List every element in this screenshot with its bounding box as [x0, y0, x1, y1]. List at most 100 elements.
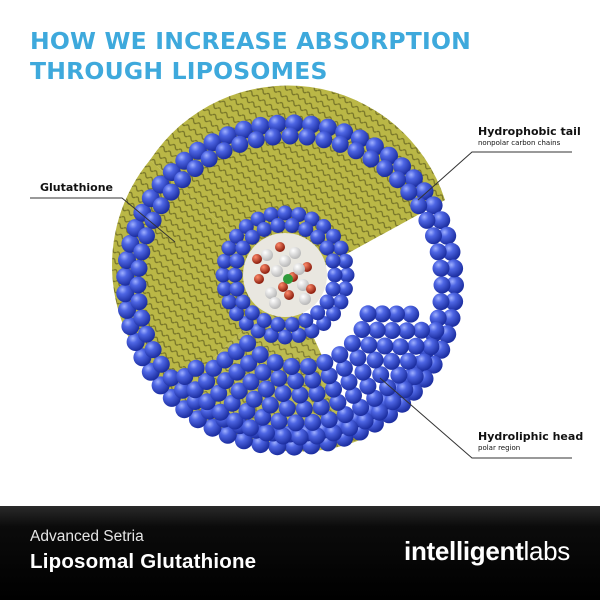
phospholipid-head [433, 276, 451, 294]
outer-phospholipid-heads [116, 114, 464, 456]
hydrophobic-leader-line [417, 151, 572, 201]
phospholipid-head [298, 128, 316, 146]
product-subtitle: Advanced Setria [30, 528, 144, 545]
phospholipid-head [247, 131, 265, 149]
phospholipid-head [229, 253, 245, 269]
phospholipid-head [228, 363, 246, 381]
phospholipid-head [432, 293, 450, 311]
phospholipid-head [210, 384, 228, 402]
glutathione-molecule [306, 284, 316, 294]
phospholipid-head [227, 267, 243, 283]
phospholipid-head [298, 222, 314, 237]
phospholipid-head [347, 142, 365, 160]
title-line-1: HOW WE INCREASE ABSORPTION [30, 27, 471, 55]
phospholipid-head [427, 322, 445, 339]
phospholipid-head [398, 322, 416, 340]
phospholipid-head [299, 358, 317, 375]
phospholipid-head [308, 385, 326, 402]
phospholipid-head [277, 205, 293, 221]
hydrophobic-tail-label: Hydrophobic tail nonpolar carbon chains [478, 125, 581, 147]
phospholipid-head [221, 240, 237, 256]
phospholipid-head [424, 196, 443, 215]
glutathione-molecule [284, 290, 294, 300]
phospholipid-head [391, 338, 409, 356]
phospholipid-head [383, 322, 401, 339]
phospholipid-head [234, 120, 253, 139]
phospholipid-head [116, 284, 135, 303]
page-title: HOW WE INCREASE ABSORPTION THROUGH LIPOS… [30, 26, 471, 86]
glutathione-molecule [260, 264, 270, 274]
glutathione-molecule [275, 242, 285, 252]
phospholipid-head [373, 305, 391, 323]
phospholipid-head [337, 253, 353, 269]
phospholipid-head [329, 393, 347, 411]
phospholipid-head [418, 211, 436, 229]
phospholipid-head [133, 309, 151, 327]
phospholipid-head [198, 373, 216, 390]
phospholipid-head [360, 336, 378, 354]
phospholipid-head [429, 243, 447, 261]
glutathione-molecule [261, 249, 273, 261]
phospholipid-head [130, 293, 148, 311]
phospholipid-head [130, 259, 148, 277]
phospholipid-head [389, 171, 406, 189]
phospholipid-head [277, 329, 293, 345]
phospholipid-head [333, 294, 349, 310]
phospholipid-head [258, 424, 275, 442]
phospholipid-head [268, 114, 287, 133]
phospholipid-head [226, 412, 244, 430]
phospholipid-head [245, 390, 263, 408]
phospholipid-head [138, 325, 155, 343]
phospholipid-head [384, 393, 402, 411]
phospholipid-head [221, 294, 237, 310]
glutathione-molecule [289, 247, 301, 259]
phospholipid-head [162, 369, 180, 387]
liposome-diagram [30, 85, 572, 459]
phospholipid-head [291, 386, 309, 404]
glutathione-molecule [254, 274, 264, 284]
phospholipid-head [422, 338, 440, 356]
phospholipid-head [326, 306, 341, 322]
phospholipid-head [379, 379, 397, 397]
phospholipid-head [446, 276, 464, 294]
phospholipid-head [320, 367, 338, 385]
phospholipid-head [229, 281, 245, 297]
phospholipid-head [432, 211, 451, 230]
phospholipid-head [239, 334, 257, 352]
phospholipid-head [402, 305, 420, 323]
phospholipid-head [187, 359, 205, 377]
phospholipid-head [341, 419, 359, 437]
glutathione-label: Glutathione [40, 181, 114, 194]
phospholipid-head [287, 372, 305, 390]
phospholipid-head [353, 321, 371, 338]
phospholipid-head [174, 171, 191, 189]
phospholipid-head [336, 406, 354, 424]
phospholipid-head [406, 368, 424, 385]
phospholipid-head [339, 267, 355, 283]
phospholipid-head [266, 354, 284, 371]
phospholipid-head [138, 227, 155, 245]
phospholipid-head [287, 414, 305, 432]
phospholipid-head [345, 386, 362, 404]
phospholipid-head [359, 305, 377, 323]
phospholipid-head [258, 380, 275, 398]
phospholipid-head [251, 116, 270, 135]
phospholipid-head [291, 428, 309, 446]
phospholipid-head [442, 242, 461, 261]
phospholipid-head [278, 399, 296, 417]
phospholipid-head [281, 127, 299, 145]
glutathione-molecule [269, 297, 281, 309]
phospholipid-head [316, 354, 334, 371]
phospholipid-head [325, 380, 342, 398]
phospholipid-head [325, 253, 341, 269]
phospholipid-head [368, 321, 386, 339]
phospholipid-head [415, 182, 434, 201]
phospholipid-head [337, 281, 353, 297]
phospholipid-head [215, 142, 233, 160]
phospholipid-head [319, 294, 335, 310]
phospholipid-head [129, 276, 147, 294]
phospholipid-head [442, 309, 461, 328]
phospholipid-head [362, 150, 380, 168]
phospholipid-head [240, 354, 258, 372]
phospholipid-head [432, 259, 450, 277]
